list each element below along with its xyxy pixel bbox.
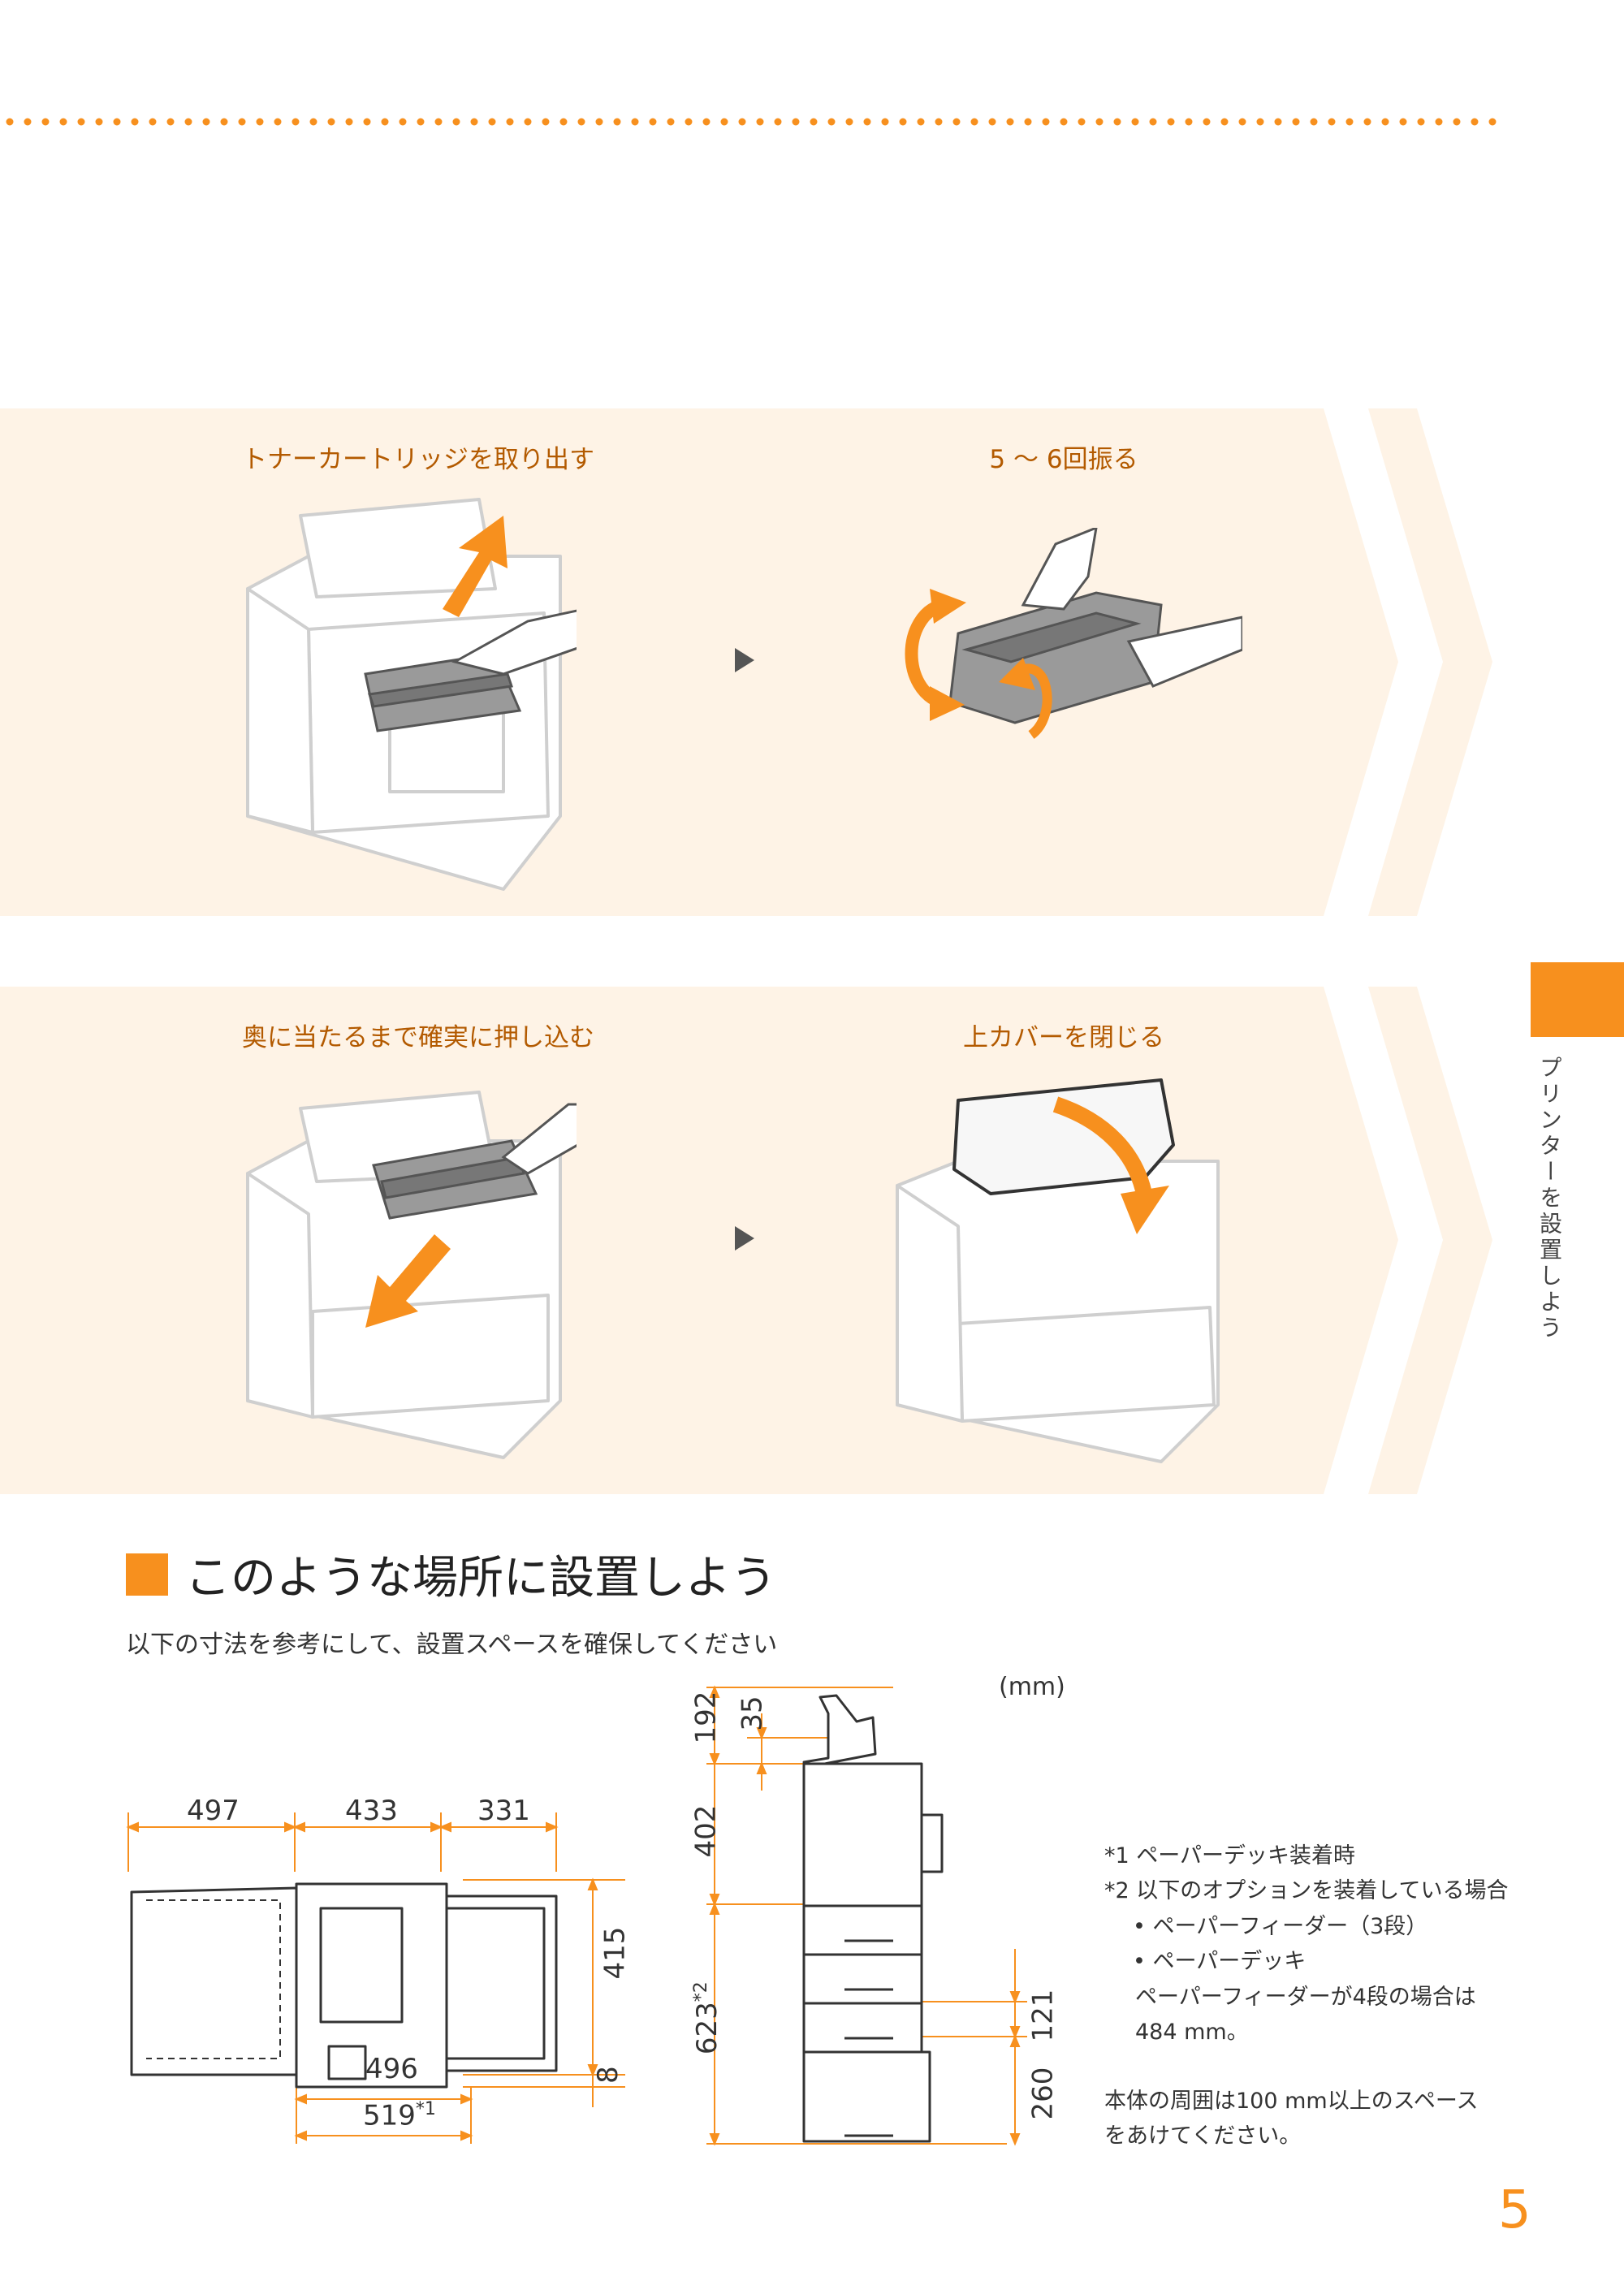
dim-121: 121 xyxy=(1026,1989,1060,2042)
clearance-note-line-1: 本体の周囲は100 mm以上のスペース xyxy=(1104,2089,1479,2114)
chapter-tab-label: プリンターを設置しよう xyxy=(1536,1056,1563,1341)
printer-close-cover-illustration xyxy=(896,1078,1220,1463)
note-1: *1 ペーパーデッキ装着時 xyxy=(1104,1838,1355,1869)
dim-260: 260 xyxy=(1026,2067,1060,2120)
side-view-diagram xyxy=(706,1685,1027,2146)
note-2-text: 以下のオプションを装着している場合 xyxy=(1136,1878,1509,1903)
note-1-text: ペーパーデッキ装着時 xyxy=(1136,1843,1356,1868)
dim-623-note-mark: *2 xyxy=(690,1981,711,2002)
dim-519: 519*1 xyxy=(363,2099,436,2132)
dim-623: 623*2 xyxy=(691,1981,723,2054)
step-title-push-in: 奥に当たるまで確実に押し込む xyxy=(242,1023,594,1052)
step-title-close-cover: 上カバーを閉じる xyxy=(963,1023,1164,1052)
clearance-note-line-2: をあけてください。 xyxy=(1104,2123,1302,2149)
note-2-mark: *2 xyxy=(1104,1878,1129,1903)
dim-623-value: 623 xyxy=(691,2002,724,2055)
step-title-shake: 5 ～ 6回振る xyxy=(989,445,1138,474)
dotted-rule xyxy=(6,118,1502,126)
note-2-bullet-deck: • ペーパーデッキ xyxy=(1133,1949,1307,1974)
dim-433: 433 xyxy=(345,1795,398,1827)
note-2-bullet-feeder: • ペーパーフィーダー（3段） xyxy=(1133,1914,1428,1939)
unit-label: (mm) xyxy=(999,1673,1065,1701)
dim-519-note-mark: *1 xyxy=(415,2099,436,2119)
note-2-line-4: 484 mm。 xyxy=(1135,2020,1249,2045)
dim-496: 496 xyxy=(365,2053,418,2085)
dim-192: 192 xyxy=(689,1691,723,1744)
printer-remove-cartridge-illustration xyxy=(246,498,577,891)
note-1-mark: *1 xyxy=(1104,1843,1129,1868)
printer-push-in-illustration xyxy=(246,1091,577,1459)
note-2-line-3: ペーパーフィーダーが4段の場合は xyxy=(1135,1985,1476,2010)
dim-497: 497 xyxy=(187,1795,240,1827)
chapter-tab[interactable] xyxy=(1531,962,1624,1037)
section-bullet-square xyxy=(126,1553,168,1596)
shake-cartridge-illustration xyxy=(905,528,1242,739)
dim-415: 415 xyxy=(598,1926,632,1980)
page-number: 5 xyxy=(1498,2180,1531,2240)
section-title: このような場所に設置しよう xyxy=(185,1552,776,1605)
step-title-remove-cartridge: トナーカートリッジを取り出す xyxy=(242,445,594,474)
dim-331: 331 xyxy=(477,1795,530,1827)
dim-519-value: 519 xyxy=(363,2099,416,2132)
dim-35: 35 xyxy=(736,1696,769,1731)
top-view-diagram xyxy=(126,1812,625,2144)
section-intro: 以下の寸法を参考にして、設置スペースを確保してください xyxy=(126,1631,778,1659)
dim-8: 8 xyxy=(591,2066,624,2084)
next-arrow-icon xyxy=(735,648,754,672)
next-arrow-icon xyxy=(735,1226,754,1251)
note-2: *2 以下のオプションを装着している場合 xyxy=(1104,1873,1508,1904)
dim-402: 402 xyxy=(689,1804,723,1858)
